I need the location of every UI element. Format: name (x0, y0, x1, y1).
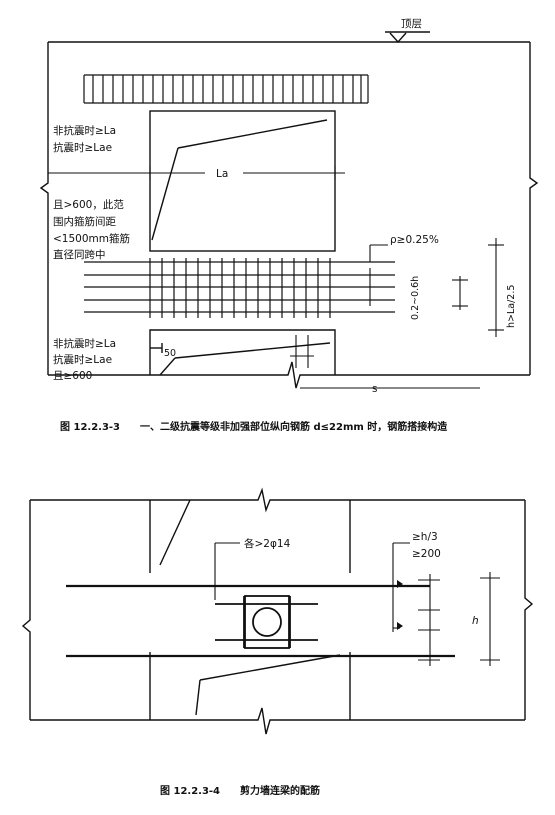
stirrup-grid (149, 258, 331, 318)
roof-label: 顶层 (401, 18, 422, 30)
h-dimension-fig2 (480, 572, 500, 666)
bars-leader (214, 542, 240, 600)
lower-anchorage-box (149, 329, 336, 376)
spacing-label: 0.2~0.6h (410, 276, 421, 320)
main-bars (66, 584, 455, 658)
upper-anchorage-box (149, 110, 336, 252)
figure2-caption: 图 12.2.3-4 剪力墙连梁的配筋 (160, 784, 320, 797)
range-note-line4: 直径同跨中 (53, 248, 106, 261)
h3-leader (392, 542, 410, 632)
la-label: La (216, 168, 228, 180)
rho-label: ρ≥0.25% (390, 234, 439, 246)
upper-note-line2: 抗震时≥Lae (53, 141, 112, 154)
spacing-dimension (452, 276, 468, 310)
lower-note-line2: 抗震时≥Lae (53, 353, 112, 366)
bars-label: 各>2φ14 (244, 537, 291, 550)
beam-section (215, 595, 318, 649)
lower-wall-pier (149, 652, 351, 720)
lower-note-line3: 且≥600 (53, 370, 92, 382)
range-note-line2: 围内箍筋间距 (53, 215, 116, 228)
figure1-outline (39, 41, 539, 389)
upper-note-line1: 非抗震时≥La (53, 124, 116, 137)
figure1-caption: 图 12.2.3-3 一、二级抗震等级非加强部位纵向钢筋 d≤22mm 时，钢筋… (60, 420, 448, 433)
lower-markers (290, 335, 314, 368)
h3-label: ≥h/3 (412, 531, 438, 543)
fifty-label: 50 (164, 348, 176, 359)
middle-horizontal-bars (84, 261, 395, 313)
leader-arrows (397, 580, 403, 630)
h-dimension (488, 238, 504, 337)
h-label-fig2: h (472, 615, 479, 627)
roof-level-marker (385, 31, 430, 44)
range-note-line1: 且>600，此范 (53, 198, 124, 211)
right-spacing-dimension (418, 574, 440, 666)
min200-label: ≥200 (412, 548, 441, 560)
la-dimension (48, 166, 345, 180)
figure2-outline (21, 487, 534, 735)
top-reinforcement-band (83, 74, 369, 104)
range-note-line3: <1500mm箍筋 (53, 232, 130, 245)
h-la-label: h>La/2.5 (506, 285, 517, 328)
lower-note-line1: 非抗震时≥La (53, 337, 116, 350)
upper-wall-pier (149, 499, 351, 573)
rho-leader (362, 244, 388, 306)
s-label: s (372, 383, 377, 395)
